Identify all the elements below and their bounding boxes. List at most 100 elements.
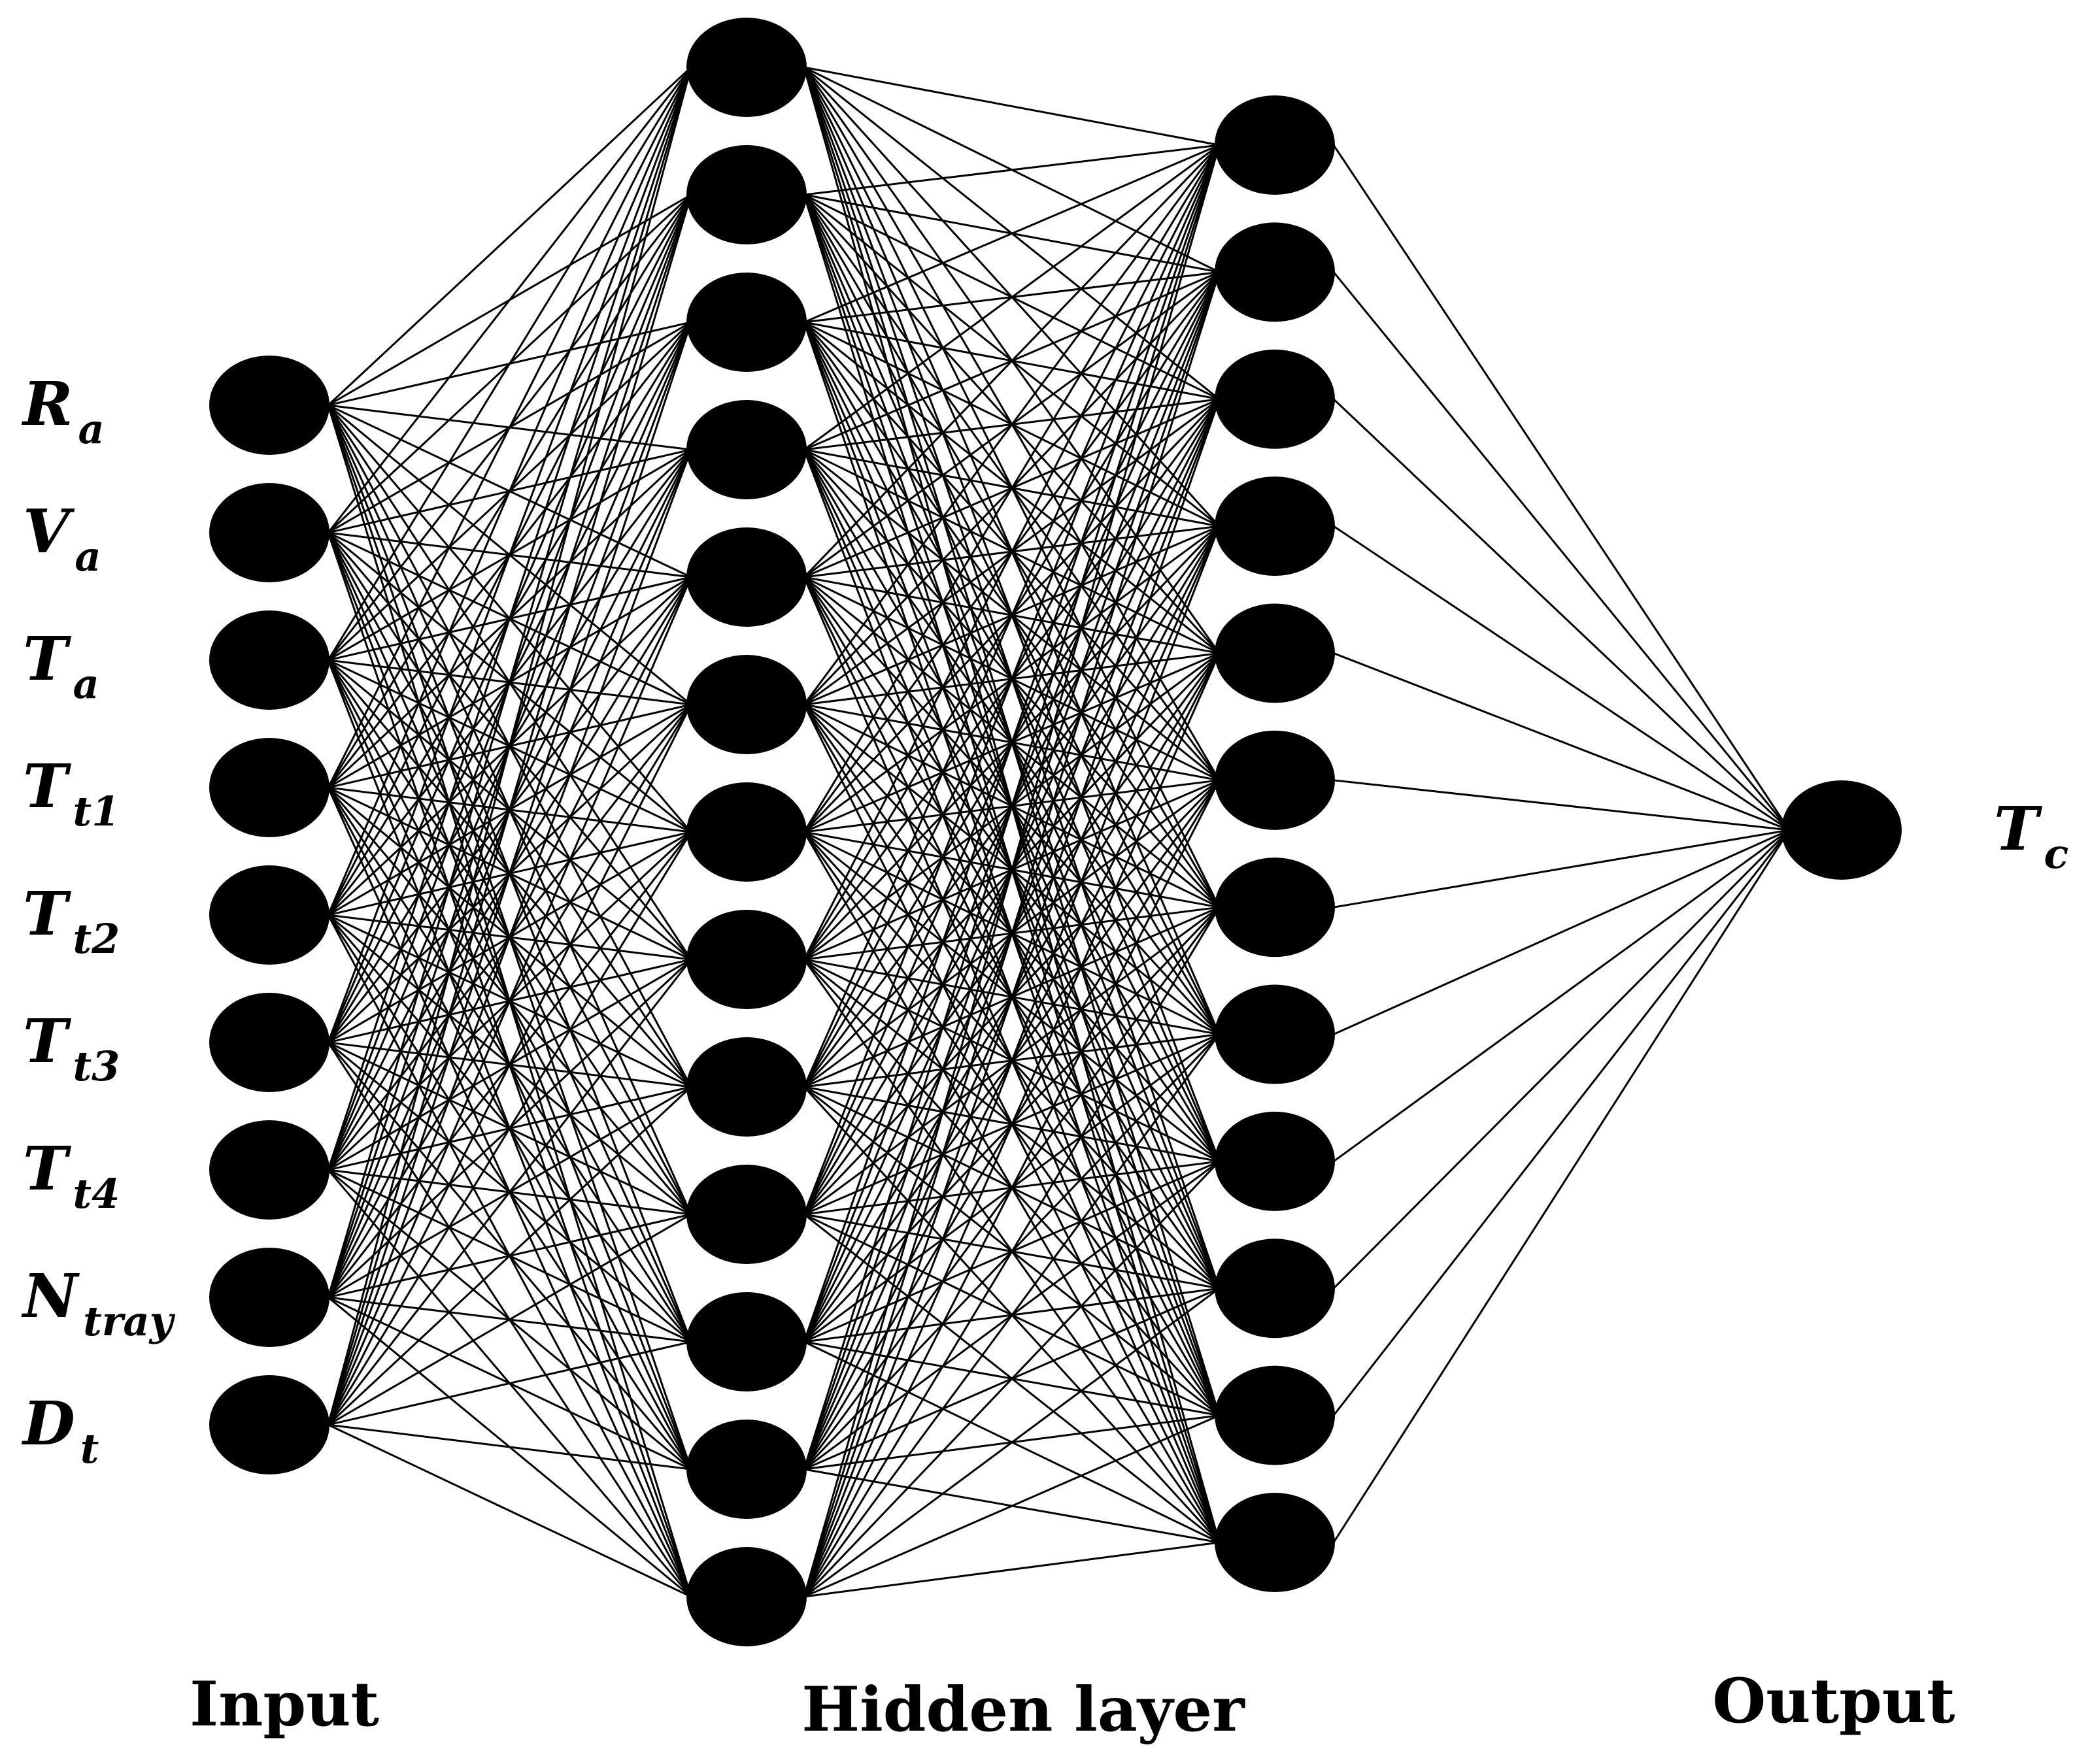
connection-edge (1333, 779, 1790, 831)
connection-edge (1332, 829, 1791, 1416)
input-node (209, 1120, 329, 1220)
hidden-layer-2-node (1215, 1111, 1335, 1211)
connection-edge (803, 1160, 1221, 1598)
hidden-layer-2-node (1215, 984, 1335, 1084)
hidden-layer-1-node (686, 1165, 807, 1264)
input-node (209, 865, 329, 965)
connection-edge (1333, 829, 1790, 908)
connection-edge (328, 1423, 692, 1598)
connection-edge (327, 831, 692, 1425)
connection-edge (1333, 829, 1790, 1035)
connection-edge (1332, 398, 1791, 831)
hidden-layer-2-node (1215, 349, 1335, 449)
input-node (209, 356, 329, 455)
input-node (209, 993, 329, 1092)
hidden-layer-1-node (686, 1292, 807, 1391)
connection-edge (803, 144, 1221, 1088)
hidden-layer-1-node (686, 1420, 807, 1519)
hidden-layer-1-node (686, 273, 807, 372)
connection-edge (803, 66, 1220, 146)
connection-edge (803, 1414, 1220, 1598)
input-node (209, 610, 329, 710)
connection-edge (327, 194, 692, 1425)
hidden-layer-2-node (1215, 1239, 1335, 1339)
connection-edge (327, 959, 692, 1425)
hidden-layer-2-node (1215, 95, 1335, 195)
connection-edge (803, 271, 1221, 1597)
hidden-layer-2-node (1215, 603, 1335, 703)
hidden-layer-2-node (1215, 222, 1335, 322)
connection-edge (327, 67, 692, 1298)
connection-edge (803, 399, 1221, 1597)
hidden-layer-1-node (686, 910, 807, 1009)
connection-edge (327, 322, 692, 1425)
connection-edge (803, 652, 1221, 1597)
connection-edge (1332, 829, 1791, 1290)
hidden-layer-1-node (686, 145, 807, 244)
hidden-layer-2-node (1215, 730, 1335, 830)
connection-edge (803, 144, 1220, 196)
input-node (209, 483, 329, 582)
hidden-layer-2-node (1215, 857, 1335, 957)
input-node (209, 738, 329, 837)
connection-edge (803, 525, 1221, 1597)
connection-edge (327, 66, 692, 407)
connection-edge (328, 1423, 692, 1471)
connection-edge (803, 780, 1221, 1597)
connection-edge (327, 67, 692, 1043)
hidden-layer-2-node (1215, 1493, 1335, 1592)
connection-edge (803, 144, 1221, 705)
connection-edge (327, 704, 692, 1425)
connection-edge (803, 1288, 1220, 1598)
connection-edge (327, 67, 692, 1171)
hidden-layer-1-node (686, 1547, 807, 1646)
connection-edge (327, 67, 692, 788)
hidden-layer-1-node (686, 1037, 807, 1137)
connection-edge (327, 67, 692, 916)
connection-edge (803, 144, 1220, 451)
connection-edge (1332, 144, 1791, 831)
hidden-layer-2-node (1215, 1365, 1335, 1465)
connection-edge (803, 144, 1220, 324)
network-nodes (209, 18, 1902, 1646)
hidden-layer-1-node (686, 782, 807, 882)
connection-edge (803, 1033, 1221, 1597)
connection-edge (327, 449, 692, 1425)
connection-edge (803, 1541, 1220, 1598)
connection-edge (327, 1086, 692, 1426)
hidden-layer-title: Hidden layer (801, 1674, 1245, 1746)
connection-edge (1333, 525, 1790, 831)
connection-edge (1332, 829, 1791, 1543)
connection-edge (803, 144, 1221, 1215)
connection-edge (1333, 829, 1790, 1163)
connection-edge (1333, 652, 1790, 831)
input-node (209, 1248, 329, 1347)
hidden-layer-1-node (686, 527, 807, 627)
connection-edge (328, 1213, 692, 1426)
connection-edge (327, 67, 692, 661)
connection-edge (803, 144, 1221, 1470)
hidden-layer-1-node (686, 400, 807, 499)
connection-edge (327, 576, 692, 1425)
hidden-layer-1-node (686, 655, 807, 754)
input-node (209, 1375, 329, 1474)
hidden-layer-1-node (686, 18, 807, 117)
output-layer-title: Output (1712, 1665, 1955, 1737)
connection-edges (327, 66, 1791, 1598)
connection-edge (803, 144, 1221, 833)
connection-edge (803, 144, 1221, 1597)
connection-edge (803, 144, 1221, 578)
connection-edge (1332, 271, 1791, 831)
connection-edge (327, 67, 692, 533)
connection-edge (803, 144, 1221, 1342)
